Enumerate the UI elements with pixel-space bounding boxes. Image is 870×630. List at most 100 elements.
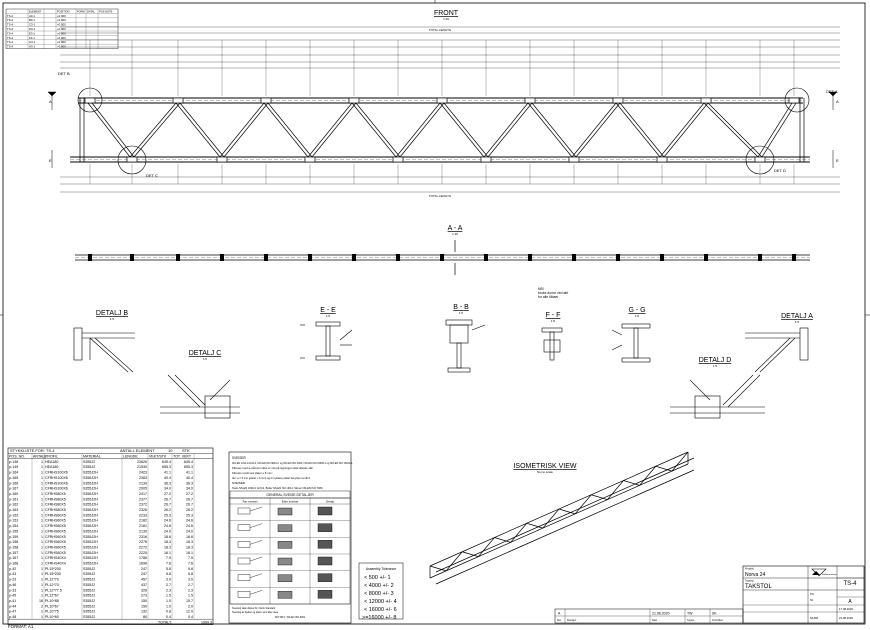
- checked-by: SK: [810, 599, 814, 602]
- parts-cell: 1: [41, 610, 43, 614]
- top-table-cell: TS-4: [7, 45, 14, 49]
- det-d-circle: [745, 145, 775, 175]
- top-table-header: POS NOTE: [99, 9, 113, 13]
- parts-list-title: STYKKLISTE FOR: TS-4: [10, 448, 55, 453]
- parts-cell: 1: [41, 481, 43, 485]
- detalj-b-title: DETALJ B: [96, 310, 128, 317]
- project-name: Norva 24: [745, 572, 766, 578]
- parts-cell: p-33: [9, 588, 16, 592]
- format-label: FORMAT: A1: [8, 624, 34, 629]
- parts-cell: S355J2: [83, 465, 95, 469]
- parts-cell: 2233: [139, 513, 147, 517]
- rev-label-date: Dato: [652, 619, 658, 622]
- general-weld-title: GENERAL SVEISE DETALJER: [266, 493, 314, 497]
- parts-cell: 1: [41, 508, 43, 512]
- parts-cell: p-158: [9, 545, 18, 549]
- parts-cell: 2316: [139, 535, 147, 539]
- parts-cell: S355J2H: [83, 487, 98, 491]
- parts-cell: p-43: [9, 572, 16, 576]
- rev-row-checked: SK: [712, 612, 717, 616]
- parts-cell: 2377: [139, 497, 147, 501]
- top-table-cell: +0.900: [57, 36, 66, 40]
- parts-cell: p-152: [9, 513, 18, 517]
- top-table-cell: F3-1: [29, 36, 35, 40]
- top-table-header: DATAL: [87, 9, 96, 13]
- top-table-cell: +0.900: [57, 40, 66, 44]
- parts-header: PROFIL: [45, 455, 58, 459]
- detalj-a-view: DETALJ A 1:5: [745, 313, 813, 373]
- parts-cell: 1: [41, 524, 43, 528]
- parts-cell: 1: [41, 497, 43, 501]
- parts-cell: 1: [41, 471, 43, 475]
- parts-cell: S355J2: [83, 460, 95, 464]
- parts-cell: CFRHS100X6: [45, 487, 68, 491]
- top-table-cell: D3-1: [29, 27, 36, 31]
- section-e-e-view: E - E 1:5: [300, 307, 353, 361]
- parts-cell: S355J2: [83, 599, 95, 603]
- gg-scale: 1:5: [635, 314, 640, 318]
- parts-cell: 2.7: [166, 583, 171, 587]
- parts-cell: 1.0: [166, 604, 171, 608]
- parts-cell: 2383: [139, 476, 147, 480]
- parts-cell: PL10*67: [45, 604, 59, 608]
- aa-scale: 1:10: [452, 232, 458, 236]
- parts-cell: 1: [41, 540, 43, 544]
- det-b-label: DET B: [58, 71, 70, 76]
- parts-cell: PL12*70: [45, 583, 59, 587]
- parts-cell: S355J2H: [83, 492, 98, 496]
- parts-cell: CFRHS80X5: [45, 503, 66, 507]
- parts-cell: 24.0: [186, 529, 193, 533]
- rev-row-rev: A: [558, 612, 561, 616]
- front-scale: 1:10: [443, 17, 449, 21]
- parts-cell: 0.4: [166, 615, 171, 619]
- parts-cell: CFRHS60X5: [45, 545, 66, 549]
- parts-cell: p-163: [9, 508, 18, 512]
- parts-cell: 0.4: [188, 615, 193, 619]
- parts-cell: S355J2H: [83, 556, 98, 560]
- parts-cell: p-161: [9, 497, 18, 501]
- parts-cell: CFRHS60X5: [45, 529, 66, 533]
- parts-cell: CFRHS80X5: [45, 497, 66, 501]
- parts-cell: 24.6: [164, 519, 171, 523]
- parts-cell: 1: [41, 476, 43, 480]
- revision-table: A 21.08.2020 TW SK Rev Revisjon Dato Teg…: [554, 608, 744, 624]
- top-table-header: FORM: [77, 9, 85, 13]
- date-2: 21.08.2020: [839, 616, 853, 620]
- tolerance-title: Assembly Tolerance: [366, 567, 396, 571]
- parts-cell: 645.4: [162, 460, 171, 464]
- rev-row-drawn: TW: [687, 612, 693, 616]
- parts-cell: 645.4: [184, 460, 193, 464]
- parts-cell: p-41: [9, 599, 16, 603]
- parts-cell: S355J2H: [83, 519, 98, 523]
- det-a-circle: [784, 87, 810, 113]
- parts-cell: 437: [141, 583, 147, 587]
- parts-cell: 18.6: [164, 535, 171, 539]
- det-d-label: DET D: [774, 168, 786, 173]
- parts-cell: p-167: [9, 487, 18, 491]
- parts-cell: 1: [41, 562, 43, 566]
- parts-cell: CFRHS40X4: [45, 556, 66, 560]
- notes-heading: SVEISER: [232, 456, 247, 460]
- parts-cell: p-47: [9, 610, 16, 614]
- parts-cell: 1: [41, 492, 43, 496]
- parts-cell: 2225: [139, 551, 147, 555]
- detalj-a-scale: 1:5: [795, 320, 800, 324]
- section-f-f-view: F - F 1:5: [541, 312, 563, 361]
- parts-cell: 1: [41, 529, 43, 533]
- parts-cell: S355J2H: [83, 524, 98, 528]
- parts-cell: 1786: [139, 556, 147, 560]
- parts-cell: 2005: [139, 487, 147, 491]
- parts-cell: 40.4: [186, 476, 193, 480]
- det-c-circle: [117, 145, 147, 175]
- parts-cell: PL12*70: [45, 578, 59, 582]
- parts-cell: 26.2: [186, 508, 193, 512]
- company-sub: Stålkonstruksjon: [822, 573, 837, 576]
- parts-cell: 5.8: [188, 572, 193, 576]
- parts-total-label: TOTALT:: [158, 620, 172, 624]
- parts-cell: 457: [141, 578, 147, 582]
- parts-cell: 150: [141, 604, 147, 608]
- front-title: FRONT: [434, 10, 459, 17]
- parts-cell: 2130: [139, 529, 147, 533]
- tolerance-item-0: < 500 +/- 1: [364, 575, 391, 581]
- parts-cell: CFRHS100X6: [45, 476, 68, 480]
